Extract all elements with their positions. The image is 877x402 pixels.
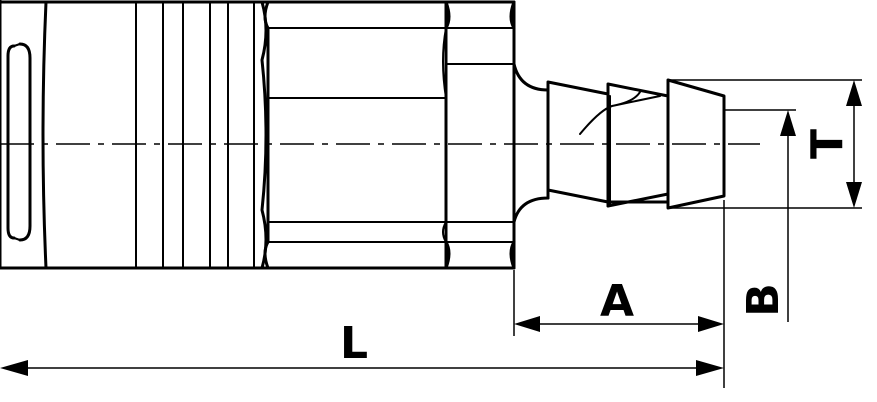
extension-lines bbox=[513, 79, 862, 388]
hex-nut bbox=[444, 0, 516, 270]
hose-barb bbox=[546, 78, 726, 210]
dimension-a-label: A bbox=[600, 276, 634, 327]
dimension-l: L bbox=[0, 318, 724, 376]
dimension-a: A bbox=[514, 276, 724, 332]
dimension-b-label: B bbox=[738, 283, 789, 317]
dimension-t: T bbox=[802, 80, 862, 208]
dimension-t-label: T bbox=[802, 129, 853, 159]
dimension-b: B bbox=[738, 110, 796, 322]
coupling-sleeve bbox=[0, 0, 270, 270]
hex-body bbox=[263, 0, 448, 270]
shank bbox=[512, 62, 550, 224]
dimension-l-label: L bbox=[340, 318, 368, 369]
